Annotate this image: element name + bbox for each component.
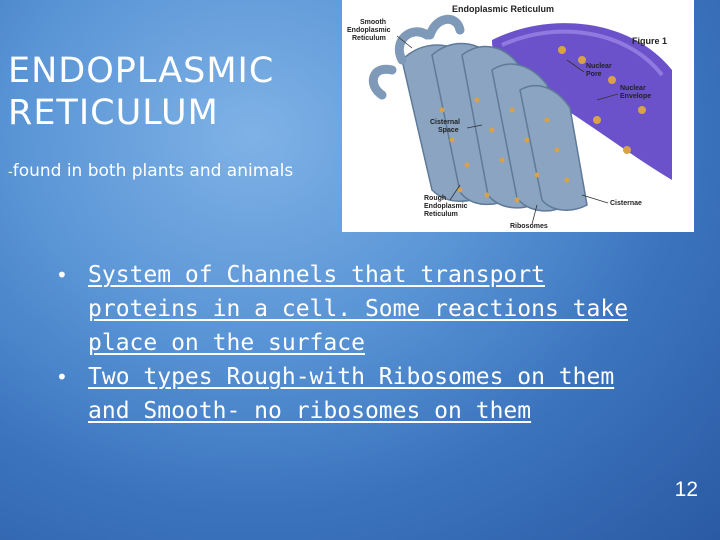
slide-title-line1: ENDOPLASMIC — [8, 51, 275, 91]
ribosome-dots — [439, 46, 646, 203]
slide-title-line2: RETICULUM — [8, 93, 219, 133]
label-nuclear-pore: Nuclear Pore — [586, 63, 614, 78]
bullet-text: System of Channels that transport protei… — [88, 262, 629, 356]
bullet-item: • Two types Rough-with Ribosomes on them … — [56, 360, 656, 428]
er-illustration: Endoplasmic Reticulum Figure 1 Smooth En… — [347, 4, 672, 230]
label-leader-lines — [396, 35, 619, 225]
bullet-dot-icon: • — [56, 263, 68, 287]
bullet-dot-icon: • — [56, 365, 68, 389]
bullet-list: • System of Channels that transport prote… — [56, 258, 656, 428]
er-figure: Endoplasmic Reticulum Figure 1 Smooth En… — [342, 0, 694, 232]
er-cisternae — [401, 42, 588, 212]
slide-subtitle: -found in both plants and animals — [8, 158, 338, 186]
page-number: 12 — [674, 478, 698, 501]
subtitle-text: found in both plants and animals — [12, 161, 294, 181]
label-ribosomes: Ribosomes — [510, 223, 548, 230]
nucleus-shape — [492, 23, 672, 180]
subtitle-dash: - — [8, 165, 13, 180]
figure-heading: Endoplasmic Reticulum — [452, 4, 554, 14]
bullet-item: • System of Channels that transport prote… — [56, 258, 656, 360]
figure-number-label: Figure 1 — [632, 36, 667, 46]
bullet-text: Two types Rough-with Ribosomes on them a… — [88, 364, 615, 424]
label-cisternal-space: Cisternal Space — [430, 119, 462, 134]
label-smooth-er: Smooth Endoplasmic Reticulum — [347, 19, 393, 42]
smooth-er-tubes — [368, 14, 465, 100]
slide-title: ENDOPLASMIC RETICULUM — [8, 50, 348, 134]
label-cisternae: Cisternae — [610, 200, 642, 207]
label-nuclear-envelope: Nuclear Envelope — [620, 85, 651, 100]
nuclear-envelope-shape — [501, 29, 664, 77]
label-rough-er: Rough Endoplasmic Reticulum — [424, 195, 470, 218]
